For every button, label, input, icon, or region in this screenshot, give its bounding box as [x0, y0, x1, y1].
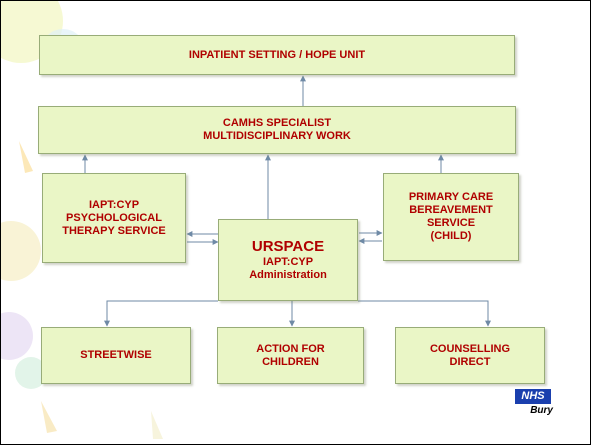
node-urspace: URSPACE IAPT:CYP Administration: [218, 219, 358, 301]
node-label: ACTION FOR: [256, 342, 325, 355]
nhs-organisation-name: Bury: [530, 405, 553, 416]
node-label: SERVICE: [426, 217, 476, 229]
node-label: COUNSELLING: [429, 342, 511, 355]
node-label: THERAPY SERVICE: [62, 224, 166, 237]
edge-urspace-to-counselling: [358, 300, 491, 327]
edge-urspace-to-streetwise: [104, 300, 218, 327]
node-label: PRIMARY CARE: [408, 191, 494, 203]
node-label: Administration: [249, 269, 327, 281]
deco-circle-lilac: [1, 312, 33, 360]
node-inpatient-setting: INPATIENT SETTING / HOPE UNIT: [39, 35, 515, 75]
node-label: (CHILD): [430, 230, 472, 242]
node-iapt-psychological-therapy: IAPT:CYP PSYCHOLOGICAL THERAPY SERVICE: [42, 173, 186, 263]
deco-circle-green: [15, 357, 47, 389]
node-primary-care-bereavement: PRIMARY CARE BEREAVEMENT SERVICE (CHILD): [383, 173, 519, 261]
node-label: BEREAVEMENT: [409, 204, 493, 216]
nhs-badge: NHS: [515, 389, 551, 404]
node-label: PSYCHOLOGICAL: [66, 211, 162, 224]
node-streetwise: STREETWISE: [41, 327, 191, 384]
node-label: STREETWISE: [80, 349, 152, 361]
deco-shard-1: [19, 141, 33, 173]
nhs-bury-logo: NHS Bury: [499, 389, 553, 417]
node-action-for-children: ACTION FOR CHILDREN: [217, 327, 364, 384]
node-label: DIRECT: [449, 355, 491, 368]
node-camhs-specialist: CAMHS SPECIALIST MULTIDISCIPLINARY WORK: [38, 106, 516, 154]
node-label: CHILDREN: [262, 355, 319, 368]
deco-shard-2: [41, 401, 57, 433]
node-label: IAPT:CYP: [88, 198, 140, 211]
node-label: MULTIDISCIPLINARY WORK: [203, 130, 351, 142]
node-label: INPATIENT SETTING / HOPE UNIT: [188, 48, 366, 61]
deco-circle-peach: [1, 221, 41, 281]
node-label: CAMHS SPECIALIST: [222, 117, 332, 129]
deco-shard-3: [151, 411, 163, 439]
node-title: URSPACE: [251, 238, 325, 255]
node-label: IAPT:CYP: [262, 256, 314, 268]
node-counselling-direct: COUNSELLING DIRECT: [395, 327, 545, 384]
